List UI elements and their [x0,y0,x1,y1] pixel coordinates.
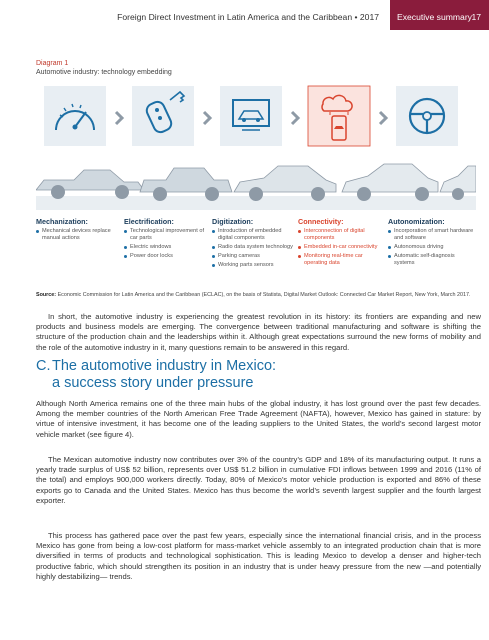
diagram-label: Diagram 1 [36,60,69,67]
stage-item: Autonomous driving [388,244,476,251]
section-number: C. [36,358,51,374]
body-paragraph-2: Although North America remains one of th… [36,399,481,439]
stage-heading: Electrification: [124,217,174,226]
steering-wheel-icon [396,86,458,146]
chevron-right-icon [378,110,389,126]
stage-item: Mechanical devices replace manual action… [36,228,118,242]
body-paragraph-4: This process has gathered pace over the … [36,531,481,581]
dashboard-screen-icon [220,86,282,146]
cloud-connectivity-icon [307,85,371,147]
section-label: Executive summary [397,12,472,22]
vintage-car-icon [139,167,233,201]
stage-item: Power door locks [124,253,204,260]
body-paragraph-1: In short, the automotive industry is exp… [36,312,481,352]
section-heading: C.The automotive industry in Mexico: a s… [36,358,481,392]
stage-item: Parking cameras [212,253,296,260]
speedometer-icon [44,86,106,146]
sedan-car-icon [233,165,337,201]
stage-columns: Mechanization: Mechanical devices replac… [36,218,476,288]
modern-car-icon [341,163,439,201]
body-paragraph-3: The Mexican automotive industry now cont… [36,455,481,505]
stage-item: Technological improvement of car parts [124,228,204,242]
autonomous-car-icon [439,165,476,200]
stage-heading: Connectivity: [298,217,344,226]
stage-item: Monitoring real-time car operating data [298,253,384,267]
stage-item: Working parts sensors [212,262,296,269]
stage-heading: Mechanization: [36,217,88,226]
stage-item: Automatic self-diagnosis systems [388,253,476,267]
section-title-line-2: a success story under pressure [52,375,254,391]
diagram-source: Source: Economic Commission for Latin Am… [36,292,481,299]
publication-title: Foreign Direct Investment in Latin Ameri… [117,12,379,22]
stage-item: Radio data system technology [212,244,296,251]
chevron-right-icon [202,110,213,126]
stage-item: Introduction of embedded digital compone… [212,228,296,242]
classic-car-icon [36,169,145,199]
section-title-line-1: The automotive industry in Mexico: [52,358,277,374]
stage-digitization: Digitization: Introduction of embedded d… [212,218,296,271]
page-header: Foreign Direct Investment in Latin Ameri… [0,0,489,36]
stage-electrification: Electrification: Technological improveme… [124,218,204,262]
stage-item: Incorporation of smart hardware and soft… [388,228,476,242]
car-key-icon [132,86,194,146]
chevron-right-icon [114,110,125,126]
chevron-right-icon [290,110,301,126]
stage-autonomization: Autonomization: Incorporation of smart h… [388,218,476,269]
stage-item: Electric windows [124,244,204,251]
stage-mechanization: Mechanization: Mechanical devices replac… [36,218,118,244]
section-tab: Executive summary 17 [390,0,489,30]
diagram-title: Automotive industry: technology embeddin… [36,69,172,76]
page-number: 17 [471,12,481,22]
source-text: Economic Commission for Latin America an… [57,292,471,298]
technology-embedding-diagram [36,85,476,201]
stage-connectivity: Connectivity: Interconnection of digital… [298,218,384,269]
stage-heading: Autonomization: [388,217,445,226]
stage-item: Interconnection of digital components [298,228,384,242]
source-label: Source: [36,292,57,298]
stage-heading: Digitization: [212,217,254,226]
stage-item: Embedded in-car connectivity [298,244,384,251]
